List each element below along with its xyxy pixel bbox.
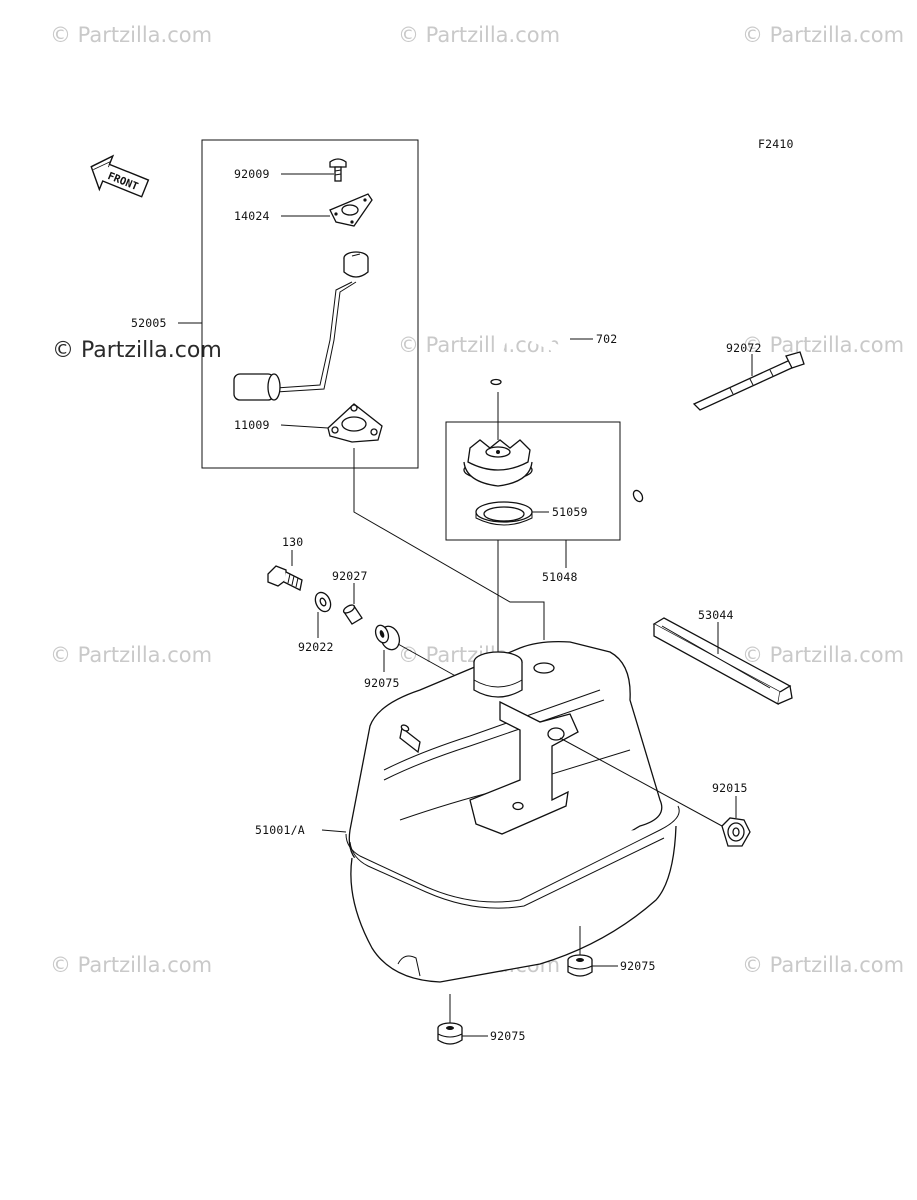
- front-arrow-icon: FRONT: [90, 154, 150, 198]
- breather-hose-702[interactable]: [490, 327, 697, 503]
- fuel-sender-52005[interactable]: [233, 251, 369, 401]
- label-92027: 92027: [332, 569, 368, 583]
- grommet-92075-bottom[interactable]: [437, 1022, 463, 1045]
- label-92075-b: 92075: [620, 959, 656, 973]
- label-92072: 92072: [726, 341, 762, 355]
- watermark: © Partzilla.com: [742, 23, 904, 47]
- label-53044: 53044: [698, 608, 734, 622]
- leader-line: [353, 448, 545, 640]
- washer-92022[interactable]: [312, 590, 333, 614]
- grommet-92075-right[interactable]: [567, 954, 593, 977]
- watermark: © Partzilla.com: [742, 643, 904, 667]
- leader-line: [559, 737, 723, 827]
- cap-gasket-51059[interactable]: [475, 501, 533, 526]
- label-702: 702: [596, 332, 617, 346]
- sender-unit-group-box: [201, 139, 419, 469]
- grommet-92075-upper[interactable]: [373, 623, 402, 652]
- label-51048: 51048: [542, 570, 578, 584]
- label-51001A: 51001/A: [255, 823, 305, 837]
- bolt-130[interactable]: [267, 565, 303, 591]
- fuel-tank-51001A[interactable]: [345, 640, 680, 983]
- label-130: 130: [282, 535, 303, 549]
- label-92009: 92009: [234, 167, 270, 181]
- watermark: © Partzilla.com: [742, 333, 904, 357]
- label-52005: 52005: [131, 316, 167, 330]
- screw-92009[interactable]: [329, 158, 347, 182]
- label-92015: 92015: [712, 781, 748, 795]
- label-92075-c: 92075: [490, 1029, 526, 1043]
- label-51059: 51059: [552, 505, 588, 519]
- trim-53044[interactable]: [652, 617, 793, 706]
- leader-line: [280, 424, 329, 429]
- nut-92015[interactable]: [721, 817, 751, 847]
- watermark: © Partzilla.com: [50, 953, 212, 977]
- label-11009: 11009: [234, 418, 270, 432]
- gasket-11009[interactable]: [327, 403, 383, 443]
- leader-line: [321, 829, 347, 833]
- label-92075-a: 92075: [364, 676, 400, 690]
- watermark: © Partzilla.com: [398, 23, 560, 47]
- watermark-dark: © Partzilla.com: [52, 338, 222, 363]
- fuel-cap[interactable]: [463, 439, 533, 487]
- label-92022: 92022: [298, 640, 334, 654]
- collar-92027[interactable]: [342, 603, 363, 625]
- watermark: © Partzilla.com: [50, 643, 212, 667]
- figure-code: F2410: [758, 137, 794, 151]
- watermark: © Partzilla.com: [742, 953, 904, 977]
- fuel-cap-group-box: [445, 421, 621, 541]
- band-92072[interactable]: [692, 351, 805, 411]
- watermark: © Partzilla.com: [50, 23, 212, 47]
- label-14024: 14024: [234, 209, 270, 223]
- plate-14024[interactable]: [329, 193, 373, 227]
